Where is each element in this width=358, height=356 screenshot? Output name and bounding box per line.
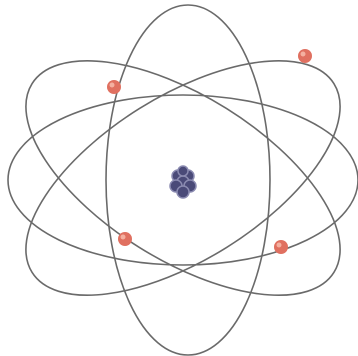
nucleus-particle (178, 166, 188, 176)
electron-upper-left (107, 80, 121, 94)
nucleus-particle (177, 186, 189, 198)
electron-upper-right (298, 49, 312, 63)
electron-lower-right (274, 240, 288, 254)
electron-lower-left (118, 232, 132, 246)
